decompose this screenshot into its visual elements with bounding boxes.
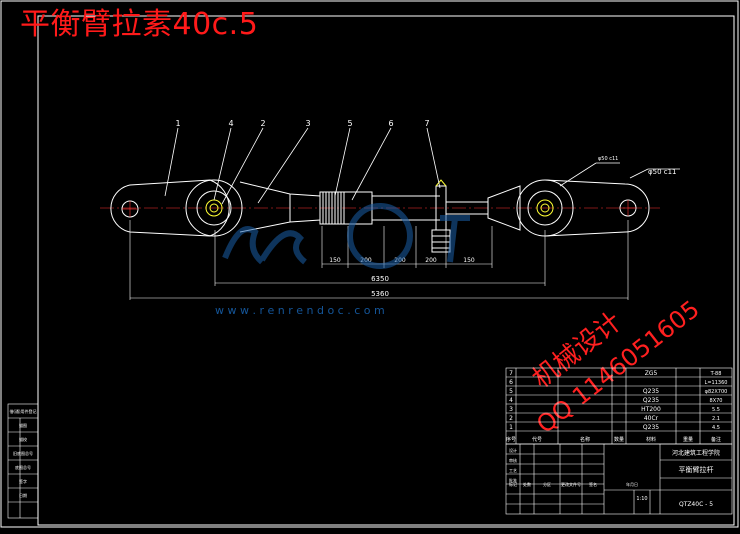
part-number-label: 6 <box>388 119 393 128</box>
left-strip <box>7 403 39 519</box>
left-fork <box>239 181 321 233</box>
bom-note: 8X70 <box>710 398 723 404</box>
bom-material: Q235 <box>643 397 659 404</box>
bom-row-number: 5 <box>509 388 513 395</box>
part-number-label: 3 <box>305 119 310 128</box>
bolt-part-7 <box>431 179 451 253</box>
part-number-label: 7 <box>424 119 429 128</box>
watermark-logo <box>222 203 470 269</box>
bom-row-number: 1 <box>509 424 513 431</box>
part-number-label: 2 <box>260 119 265 128</box>
left-strip-label: 日期 <box>19 492 27 498</box>
part-number-label: 1 <box>175 119 180 128</box>
right-lug <box>544 179 650 237</box>
segment-dimension: 150 <box>463 257 475 264</box>
left-pin-boss <box>185 179 243 237</box>
left-strip-label: 描校 <box>19 436 27 442</box>
bom-material: Q235 <box>643 424 659 431</box>
bom-note: L=11360 <box>705 380 728 386</box>
pin-diameter-label: φ50 c11 <box>598 156 618 162</box>
drawing-name: 平衡臂拉杆 <box>679 465 714 474</box>
segment-dimension: 150 <box>329 257 341 264</box>
left-strip-label: 底图总号 <box>15 464 31 470</box>
title-block-label: 工艺 <box>509 468 517 473</box>
pin-diameter-label: φ50 c11 <box>648 168 677 176</box>
threaded-sleeve <box>319 191 440 225</box>
left-strip-label: 旧底图总号 <box>13 450 33 456</box>
title-block <box>505 443 733 515</box>
bom-material: Q235 <box>643 388 659 395</box>
drawing-number: QTZ40C - 5 <box>679 501 713 508</box>
title-block-label: 设计 <box>509 447 517 453</box>
left-lug <box>110 179 230 237</box>
title-block-label: 批准 <box>509 477 517 483</box>
title-block-text: 河北建筑工程学院平衡臂拉杆 QTZ40C - 5 1:10 标记处数 分区 更改文件号 签名… <box>509 447 720 508</box>
bom-header: 数量 <box>614 436 624 443</box>
bom-header: 备注 <box>711 436 721 443</box>
bom-material: ZG5 <box>645 370 658 377</box>
overall-dimension: 6350 <box>371 275 389 283</box>
bom-header: 材料 <box>646 436 656 443</box>
part-number-label: 4 <box>228 119 233 128</box>
overall-dimension: 5360 <box>371 290 389 298</box>
leader-lines <box>164 127 680 205</box>
drawing-title: 平衡臂拉素40c.5 <box>20 7 259 42</box>
title-block-label: 签名 <box>589 481 597 487</box>
left-strip-label: 借(通)用件登记 <box>9 408 36 414</box>
bom-header: 代号 <box>532 436 542 443</box>
bom-material: HT200 <box>641 406 661 413</box>
bom-note: φ82X700 <box>705 389 728 395</box>
bom-row-number: 2 <box>509 415 513 422</box>
bom-header: 重量 <box>683 436 693 443</box>
title-block-label: 更改文件号 <box>561 481 581 487</box>
bom-note: 4.5 <box>712 425 720 431</box>
left-strip-label: 描图 <box>19 422 27 428</box>
bom-header: 序号 <box>506 436 516 443</box>
bom-table <box>505 367 733 445</box>
bom-note: 5.5 <box>712 407 720 413</box>
part-number-label: 5 <box>347 119 352 128</box>
school-name: 河北建筑工程学院 <box>672 449 720 457</box>
inner-border <box>37 15 735 526</box>
bom-material: 40Cr <box>644 415 659 422</box>
right-rod <box>446 185 521 231</box>
dimension-lines <box>129 220 629 300</box>
bom-row-number: 6 <box>509 379 513 386</box>
watermark-url: w w w . r e n r e n d o c . c o m <box>215 304 385 317</box>
segment-dimension: 200 <box>425 257 437 264</box>
title-block-label: 标记 <box>509 481 517 487</box>
part-labels: 1 4 2 3 5 6 7 φ50 c11 φ50 c11 <box>175 119 676 176</box>
title-block-label: 处数 <box>523 481 531 487</box>
bom-note: 2.1 <box>712 416 720 422</box>
bom-note: T-88 <box>710 371 722 377</box>
title-block-label: 审核 <box>509 457 517 463</box>
bom-row-number: 3 <box>509 406 513 413</box>
title-block-label: 分区 <box>543 481 551 487</box>
bom-row-number: 7 <box>509 370 513 377</box>
left-strip-label: 签字 <box>19 478 27 484</box>
scale: 1:10 <box>636 496 647 502</box>
bom-row-number: 4 <box>509 397 513 404</box>
title-block-label: 年月日 <box>626 481 638 487</box>
bom-header: 名称 <box>580 436 590 443</box>
